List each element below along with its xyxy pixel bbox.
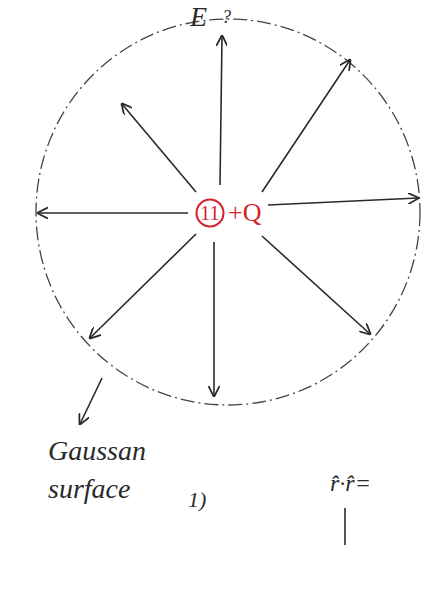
field-lines: [38, 36, 418, 545]
charge-number: 11: [200, 202, 219, 224]
equation-note: r̂·r̂=: [330, 470, 371, 496]
step-number: 1): [188, 488, 206, 512]
surface-label: Gaussan surface: [48, 432, 178, 508]
charge-circle: 11+Q: [195, 198, 225, 228]
charge-label: +Q: [228, 199, 261, 228]
question-mark: ?: [222, 8, 231, 28]
gaussian-surface: [36, 19, 420, 405]
